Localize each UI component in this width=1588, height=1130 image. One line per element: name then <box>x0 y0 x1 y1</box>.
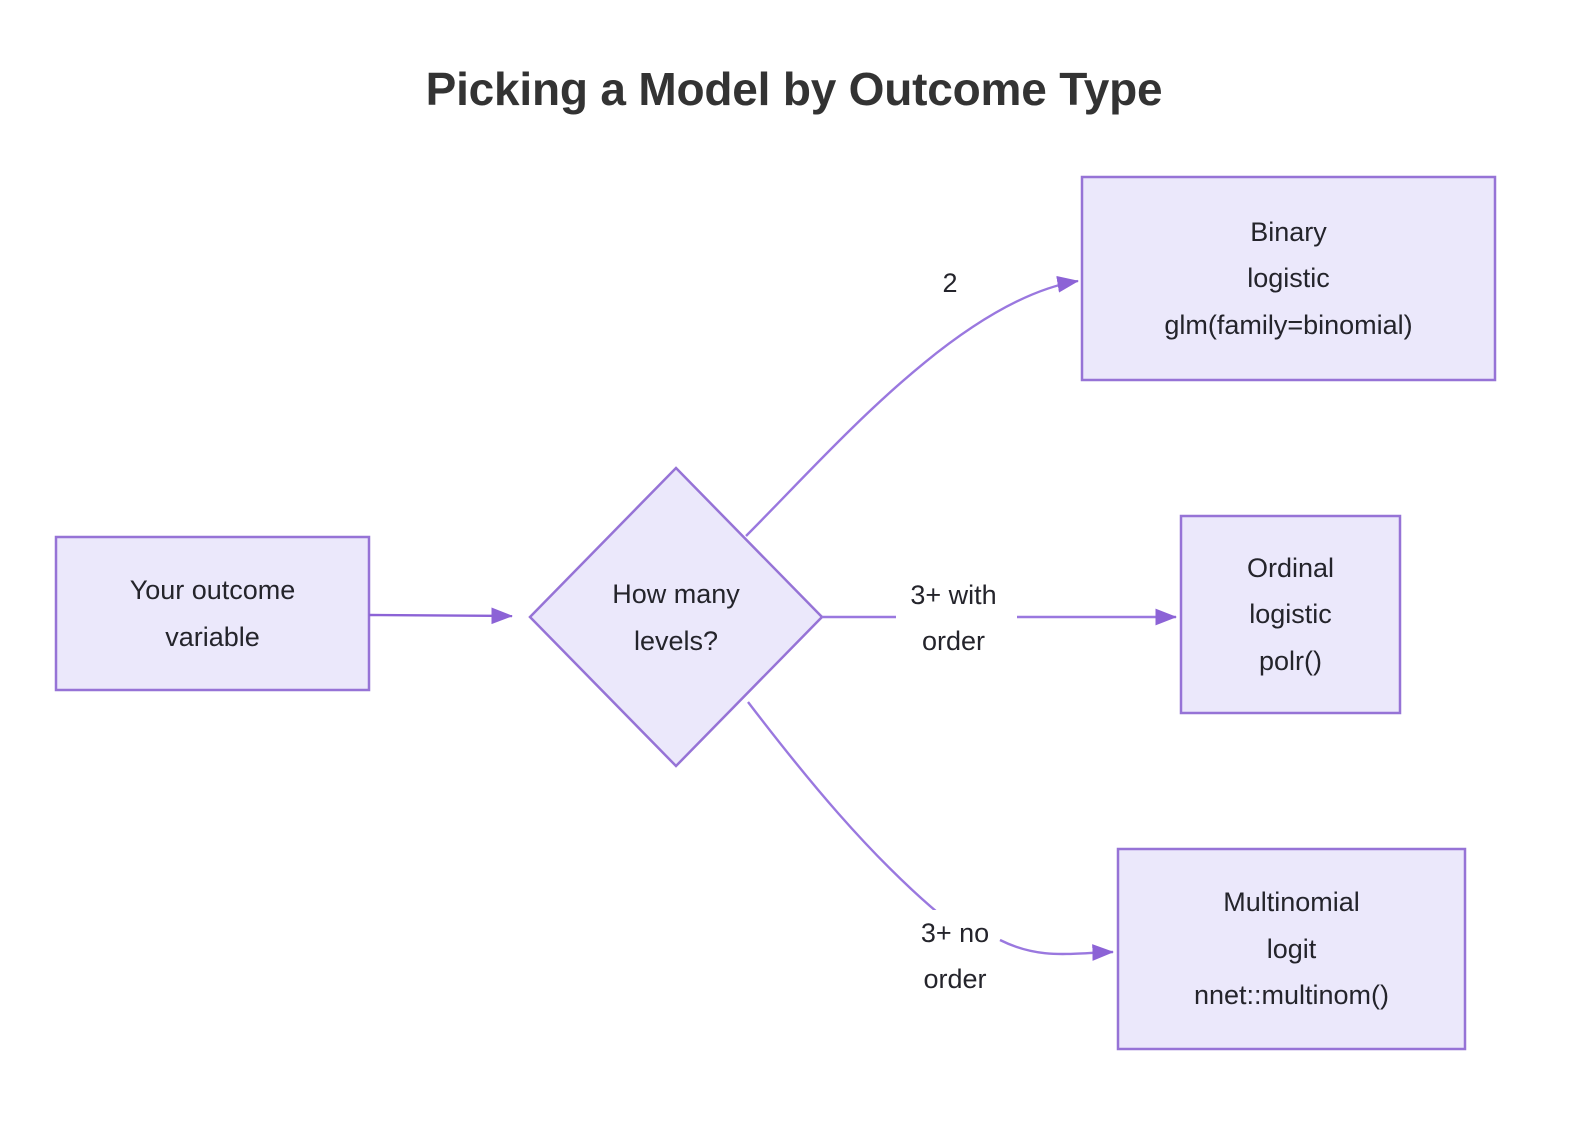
page-title: Picking a Model by Outcome Type <box>425 63 1163 115</box>
edge-label-line: order <box>921 626 986 656</box>
node-how-many-levels[interactable] <box>528 466 824 768</box>
edge-label-ordinal: 3+ with order <box>896 570 1011 666</box>
node-ordinal-logistic[interactable] <box>1179 514 1402 715</box>
node-multinomial-logit[interactable] <box>1116 847 1467 1051</box>
edge-label-line: 3+ no <box>920 909 990 956</box>
edge-decision-to-multinomial-seg1 <box>747 701 950 923</box>
edge-label-line: order <box>923 956 987 1003</box>
edge-label-line: 2 <box>942 267 958 298</box>
edge-start-to-decision <box>368 607 513 625</box>
edge-label-line: 3+ with <box>910 579 997 610</box>
edge-decision-to-multinomial-seg2 <box>999 938 1114 961</box>
node-binary-logistic[interactable] <box>1080 175 1497 382</box>
node-outcome-variable[interactable] <box>54 535 371 692</box>
edge-decision-to-binary <box>745 276 1079 537</box>
edge-label-multinomial: 3+ no order <box>905 908 1005 1004</box>
edge-label-binary: 2 <box>930 262 970 304</box>
